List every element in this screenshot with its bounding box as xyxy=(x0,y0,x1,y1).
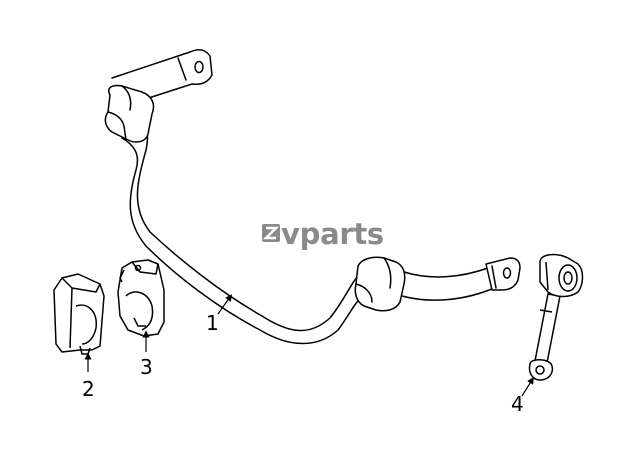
left-bar-bushing xyxy=(104,84,155,143)
left-flange-hole xyxy=(194,60,204,74)
bar-outer-contour xyxy=(133,109,363,332)
leader-lines xyxy=(84,294,534,397)
right-bar-bushing xyxy=(354,256,406,312)
link-lower-eye xyxy=(528,359,554,381)
callout-3: 3 xyxy=(140,355,153,379)
leader-4 xyxy=(521,377,534,397)
stabilizer-bar xyxy=(104,49,521,345)
watermark-logo: vparts xyxy=(262,217,384,251)
link-rod xyxy=(533,293,561,369)
bushing-part-2 xyxy=(53,273,105,355)
right-flange-hole xyxy=(502,267,512,279)
link-upper-ball xyxy=(539,253,584,298)
watermark-logo-mark xyxy=(262,224,280,242)
watermark-text: vparts xyxy=(281,217,384,251)
callout-4: 4 xyxy=(511,392,524,416)
callout-2: 2 xyxy=(82,377,95,401)
bushing-part-3 xyxy=(117,259,165,337)
right-bar-arm xyxy=(403,267,489,278)
stabilizer-link-part-4 xyxy=(528,253,584,381)
callout-1: 1 xyxy=(206,311,219,335)
leader-1 xyxy=(217,294,233,315)
bar-inner-contour xyxy=(121,137,363,345)
